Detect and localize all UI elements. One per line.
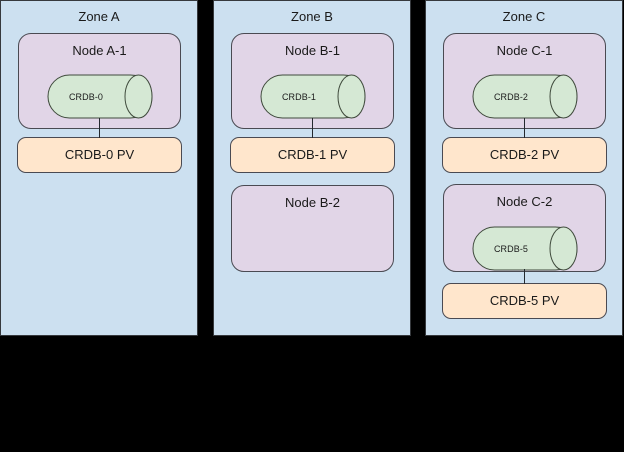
zone-title: Zone C (502, 9, 546, 24)
persistent-volume-crdb-1-pv[interactable]: CRDB-1 PV (230, 137, 395, 173)
database-cylinder[interactable]: CRDB-1 (260, 74, 366, 119)
zone-title: Zone B (291, 9, 333, 24)
persistent-volume-label: CRDB-5 PV (489, 293, 560, 308)
persistent-volume-label: CRDB-1 PV (277, 147, 348, 162)
persistent-volume-label: CRDB-0 PV (64, 147, 135, 162)
cylinder-shape (472, 226, 578, 271)
node-label: Node C-1 (496, 43, 553, 58)
connector-line (524, 118, 525, 138)
node-box-node-b-2[interactable]: Node B-2 (231, 185, 394, 272)
node-label: Node B-2 (285, 195, 340, 210)
database-cylinder[interactable]: CRDB-2 (472, 74, 578, 119)
connector-line (99, 118, 100, 138)
connector-line (524, 269, 525, 284)
cylinder-end-cap (337, 74, 366, 119)
zone-title: Zone A (78, 9, 120, 24)
node-label: Node A-1 (72, 43, 127, 58)
node-label: Node C-2 (496, 194, 553, 209)
persistent-volume-crdb-0-pv[interactable]: CRDB-0 PV (17, 137, 182, 173)
persistent-volume-label: CRDB-2 PV (489, 147, 560, 162)
node-label: Node B-1 (285, 43, 340, 58)
cylinder-end-cap (124, 74, 153, 119)
cylinder-shape (472, 74, 578, 119)
persistent-volume-crdb-2-pv[interactable]: CRDB-2 PV (442, 137, 607, 173)
persistent-volume-crdb-5-pv[interactable]: CRDB-5 PV (442, 283, 607, 319)
cylinder-end-cap (549, 226, 578, 271)
connector-line (312, 118, 313, 138)
database-cylinder[interactable]: CRDB-5 (472, 226, 578, 271)
cylinder-shape (47, 74, 153, 119)
database-cylinder[interactable]: CRDB-0 (47, 74, 153, 119)
cylinder-end-cap (549, 74, 578, 119)
cylinder-shape (260, 74, 366, 119)
